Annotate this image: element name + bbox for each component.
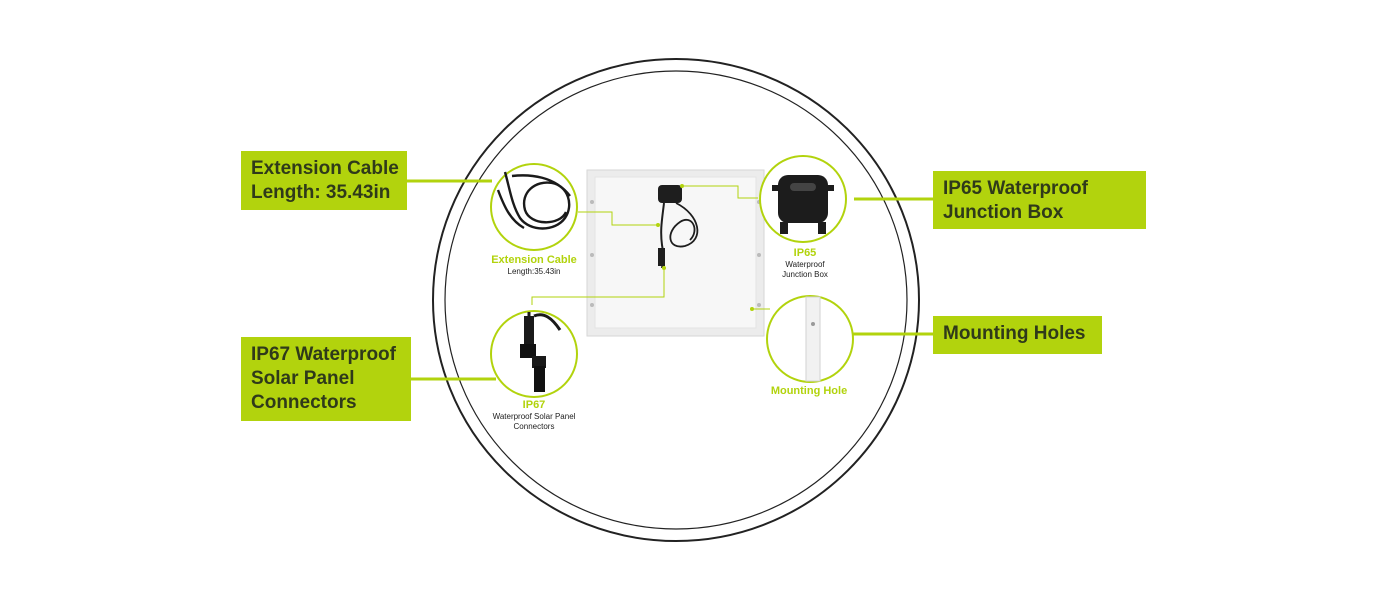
- callout-connectors-line3: Connectors: [251, 392, 357, 413]
- callout-junction-box-line1: IP65 Waterproof: [943, 178, 1088, 199]
- connector-plug-icon: [520, 312, 562, 392]
- callout-extension-cable-line2: Length: 35.43in: [251, 182, 391, 203]
- caption-mounting-hole: Mounting Hole: [754, 385, 864, 398]
- junction-box-icon: [772, 175, 834, 234]
- outer-ring: [432, 58, 920, 542]
- inner-leaders: [531, 185, 770, 310]
- callout-extension-cable-line1: Extension Cable: [251, 158, 399, 179]
- caption-mounting-hole-title: Mounting Hole: [770, 385, 848, 397]
- detail-mounting-hole: [766, 295, 854, 383]
- caption-connectors-sub1: Waterproof Solar Panel: [492, 412, 576, 421]
- caption-junction-box: IP65 Waterproof Junction Box: [755, 247, 855, 280]
- callout-connectors: IP67 Waterproof Solar Panel Connectors: [241, 337, 411, 421]
- detail-junction-box: [759, 155, 847, 243]
- caption-extension-cable: Extension Cable Length:35.43in: [474, 254, 594, 277]
- callout-junction-box-line2: Junction Box: [943, 202, 1064, 223]
- callout-extension-cable: Extension Cable Length: 35.43in: [241, 151, 407, 210]
- outer-leaders: [407, 179, 933, 381]
- caption-junction-box-title: IP65: [793, 247, 817, 259]
- solar-panel-back: [586, 169, 765, 337]
- caption-connectors-title: IP67: [522, 399, 546, 411]
- inner-ring: [444, 70, 908, 530]
- callout-connectors-line2: Solar Panel: [251, 368, 355, 389]
- callout-junction-box: IP65 Waterproof Junction Box: [933, 171, 1146, 229]
- cable-coil-icon: [496, 171, 571, 230]
- detail-connectors: [490, 310, 578, 398]
- caption-junction-box-sub1: Waterproof: [785, 260, 825, 269]
- callout-connectors-line1: IP67 Waterproof: [251, 344, 396, 365]
- caption-extension-cable-title: Extension Cable: [491, 254, 577, 266]
- callout-mounting-holes: Mounting Holes: [933, 316, 1102, 354]
- caption-connectors: IP67 Waterproof Solar Panel Connectors: [474, 399, 594, 432]
- caption-junction-box-sub2: Junction Box: [782, 270, 828, 279]
- caption-connectors-sub2: Connectors: [513, 422, 555, 431]
- panel-edge-icon: [805, 296, 821, 382]
- caption-extension-cable-sub: Length:35.43in: [507, 267, 561, 276]
- detail-extension-cable: [490, 163, 578, 251]
- callout-mounting-holes-line1: Mounting Holes: [943, 323, 1086, 344]
